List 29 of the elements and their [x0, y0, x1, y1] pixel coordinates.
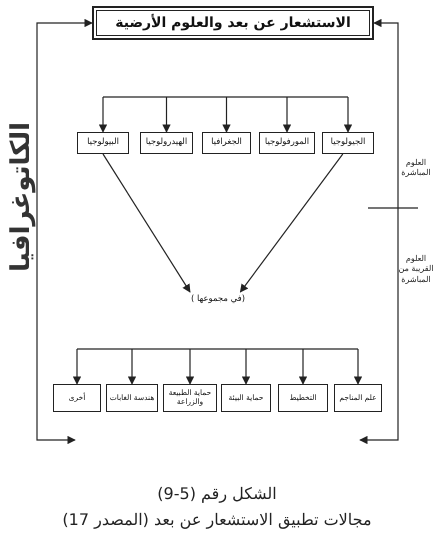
side-label: العلوم القريبة من المباشرة — [398, 254, 434, 286]
arrow — [186, 349, 194, 385]
arrow — [240, 154, 344, 293]
arrow — [102, 154, 190, 293]
arrow — [344, 97, 352, 133]
vertical-label: الكاتوغرافيا — [5, 120, 38, 274]
arrow — [128, 349, 136, 385]
arrow — [242, 349, 250, 385]
arrow — [282, 97, 292, 133]
arrow — [298, 349, 308, 385]
arrow — [36, 18, 93, 444]
caption: مجالات تطبيق الاستشعار عن بعد (المصدر 17) — [61, 510, 373, 529]
figure-number: الشكل رقم (5-9) — [156, 484, 278, 505]
arrow — [98, 97, 108, 133]
group-label: (في مجموعها ) — [178, 292, 258, 308]
arrow — [72, 349, 82, 385]
title-box: الاستشعار عن بعد والعلوم الأرضية — [92, 6, 374, 40]
field-box: الجيولوجيا — [322, 132, 374, 154]
arrow — [222, 97, 231, 133]
side-label: العلوم المباشرة — [400, 158, 432, 179]
branch-line — [103, 96, 348, 98]
field-box: المورفولوجيا — [259, 132, 315, 154]
field-box: الهيدرولوجيا — [140, 132, 193, 154]
field-box: البيولوجيا — [77, 132, 129, 154]
field-box: الجغرافيا — [202, 132, 251, 154]
branch-line — [77, 348, 358, 350]
arrow — [354, 349, 362, 385]
arrow — [162, 97, 171, 133]
arrow — [359, 18, 399, 444]
